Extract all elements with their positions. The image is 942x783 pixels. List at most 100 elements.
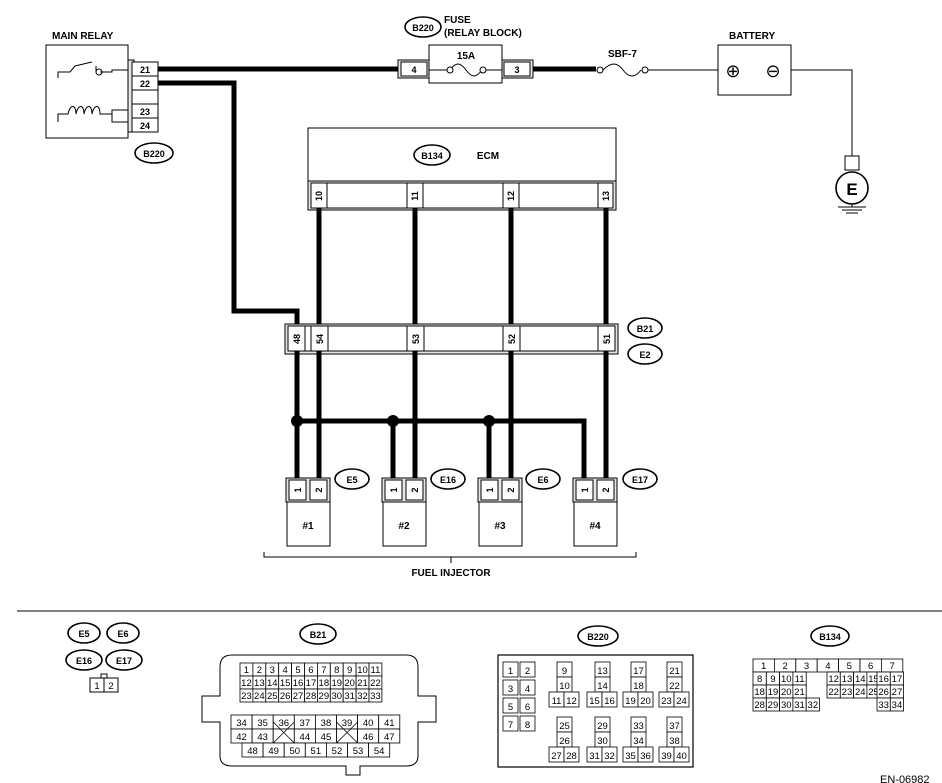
- b21-pin: 27: [293, 691, 304, 702]
- ecm-title: ECM: [477, 151, 499, 162]
- b220-pin: 11: [552, 696, 562, 707]
- relay-coil-icon: [57, 106, 128, 123]
- b220-pin: 4: [525, 684, 530, 695]
- b21-pin: 4: [283, 665, 288, 676]
- legend-conn-e5: E5: [78, 629, 89, 639]
- b21-pin: 9: [347, 665, 352, 676]
- b220-pin: 9: [562, 666, 567, 677]
- injector-2-pin2: 2: [410, 487, 420, 492]
- injector-1-pin1: 1: [293, 487, 303, 492]
- battery-plus-icon: ⊕: [725, 61, 740, 81]
- b220-pin: 33: [633, 721, 644, 732]
- b134-pin: 7: [889, 661, 894, 672]
- b21-pin: 24: [254, 691, 265, 702]
- b134-pin: 9: [770, 674, 775, 685]
- injector-group-label: FUEL INJECTOR: [411, 568, 491, 579]
- b21-pin: 19: [331, 678, 342, 689]
- b134-pin: 31: [794, 700, 805, 711]
- sbf-fuse-icon: [602, 63, 642, 77]
- b220-pin: 39: [661, 751, 672, 762]
- b134-pin: 30: [781, 700, 792, 711]
- b21-pin: 49: [268, 746, 279, 757]
- b220-pin: 31: [589, 751, 600, 762]
- harness-pin-51: 51: [602, 334, 612, 344]
- b220-pin: 29: [597, 721, 608, 732]
- b21-pin: 42: [236, 732, 247, 743]
- b21-pin: 26: [280, 691, 291, 702]
- b220-pin: 10: [559, 681, 570, 692]
- b21-pin: 11: [371, 665, 381, 676]
- b21-pin: 44: [300, 732, 311, 743]
- b220-pin: 23: [661, 696, 672, 707]
- harness-pin-53: 53: [411, 334, 421, 344]
- b21-pin: 40: [363, 718, 374, 729]
- ecm-pin-13: 13: [601, 191, 611, 201]
- ecm-pin-12: 12: [506, 191, 516, 201]
- injector-3-connector: E6: [537, 475, 548, 485]
- injector-2: 1 2 #2 E16: [381, 468, 466, 547]
- b220-pin: 30: [597, 736, 608, 747]
- b21-pin: 34: [236, 718, 247, 729]
- b21-pin: 30: [331, 691, 342, 702]
- b220-pin: 8: [525, 720, 530, 731]
- b21-pin: 39: [342, 718, 353, 729]
- b21-pin: 5: [295, 665, 300, 676]
- injector-wires: [291, 351, 609, 480]
- b220-pin: 15: [589, 696, 600, 707]
- injector-2-name: #2: [398, 521, 410, 532]
- relay-pin-24: 24: [140, 121, 150, 131]
- b220-pin: 40: [676, 751, 687, 762]
- b220-pin: 13: [597, 666, 608, 677]
- main-relay: MAIN RELAY 21 22 23 24 B220: [45, 31, 174, 164]
- b134-pin: 4: [825, 661, 830, 672]
- blank-pin-marker: [336, 721, 358, 744]
- injector-group-bracket: [263, 552, 637, 563]
- b21-pin: 33: [370, 691, 381, 702]
- b21-pin: 28: [306, 691, 317, 702]
- b21-pin: 48: [247, 746, 258, 757]
- legend-conn-e17: E17: [116, 656, 132, 666]
- b21-pin: 37: [300, 718, 311, 729]
- b21-pin: 6: [308, 665, 313, 676]
- battery-title: BATTERY: [729, 31, 775, 42]
- b21-pin: 23: [241, 691, 252, 702]
- ecm-connector-label: B134: [421, 151, 443, 161]
- b21-pin: 29: [319, 691, 330, 702]
- b134-pin: 5: [847, 661, 852, 672]
- b134-pin: 23: [842, 687, 853, 698]
- b21-pin: 50: [289, 746, 300, 757]
- b134-pin: 6: [868, 661, 873, 672]
- b220-pin: 20: [640, 696, 651, 707]
- b134-pin: 2: [782, 661, 787, 672]
- b21-pin: 12: [241, 678, 252, 689]
- b220-pin: 17: [633, 666, 644, 677]
- legend-conn-e16: E16: [76, 656, 92, 666]
- b21-pin: 35: [257, 718, 268, 729]
- b220-pin: 22: [669, 681, 680, 692]
- injector-1-name: #1: [302, 521, 314, 532]
- b220-pin: 34: [633, 736, 644, 747]
- injector-4: 1 2 #4 E17: [572, 468, 658, 547]
- b21-pin: 54: [374, 746, 385, 757]
- b220-pin: 7: [508, 720, 513, 731]
- sbf-label: SBF-7: [608, 49, 637, 60]
- b220-pin: 19: [625, 696, 636, 707]
- fuse-connector-label: B220: [412, 23, 434, 33]
- b220-pin: 5: [508, 702, 513, 713]
- b220-pin: 37: [669, 721, 680, 732]
- fuse-title-line1: FUSE: [444, 15, 471, 26]
- harness-connector: 48 54 53 52 51 B21 E2: [284, 317, 663, 365]
- injector-4-pin2: 2: [601, 487, 611, 492]
- b21-pin: 36: [278, 718, 289, 729]
- legend-b21-label: B21: [310, 630, 327, 640]
- fuse: B220 FUSE (RELAY BLOCK) 15A 4 3: [397, 15, 534, 84]
- b134-pin: 14: [855, 674, 866, 685]
- b21-pin: 38: [321, 718, 332, 729]
- b220-pin: 25: [559, 721, 570, 732]
- b134-pin: 17: [892, 674, 903, 685]
- main-relay-body: [45, 44, 129, 139]
- b220-pin: 28: [566, 751, 577, 762]
